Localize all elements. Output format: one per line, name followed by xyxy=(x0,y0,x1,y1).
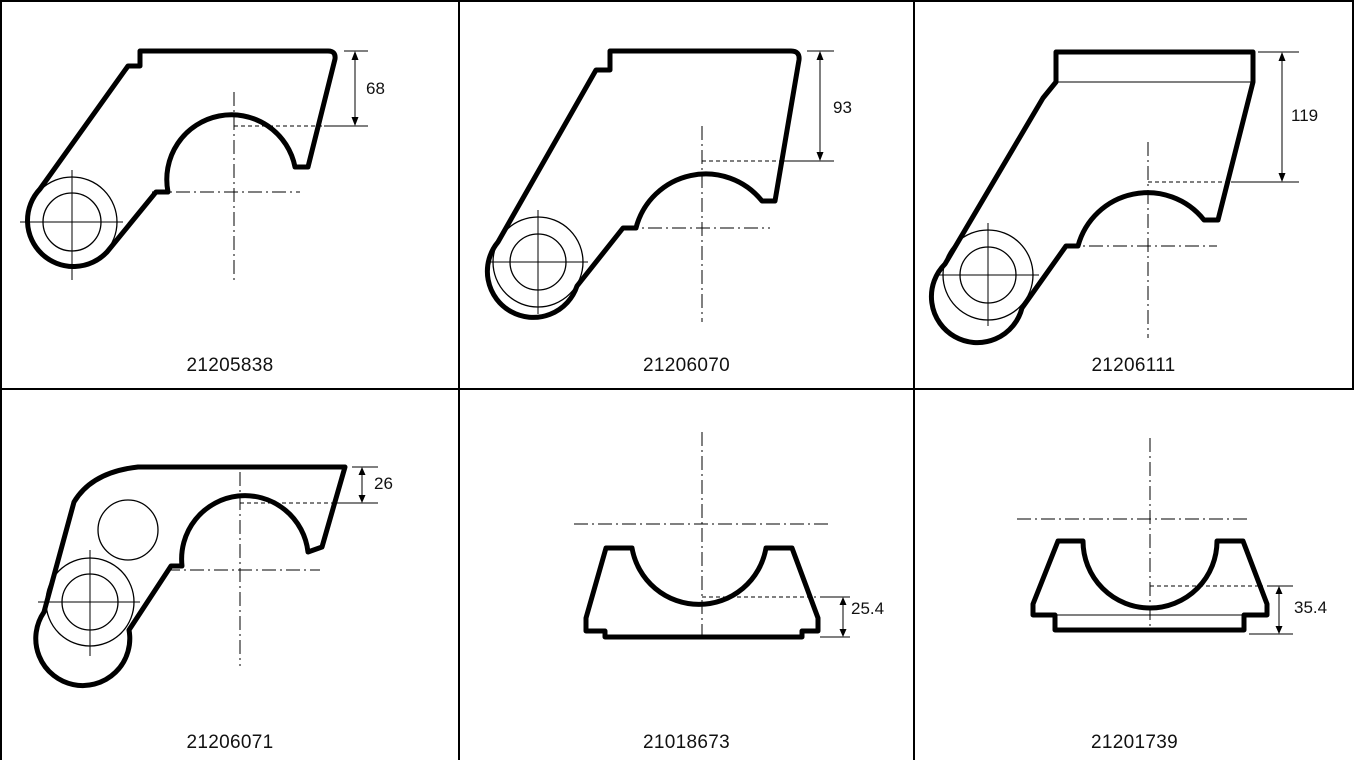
part-number: 21018673 xyxy=(643,732,730,753)
dim-arrow-bottom xyxy=(351,117,359,126)
cell-part-21018673: 25.4 21018673 xyxy=(460,390,915,760)
part-outline xyxy=(33,464,348,689)
part-drawing xyxy=(20,48,368,284)
dim-arrow-bottom xyxy=(816,152,824,161)
dimension-value: 119 xyxy=(1291,106,1319,125)
part-number: 21206070 xyxy=(643,355,730,376)
dim-arrow-top xyxy=(351,51,359,60)
part-number: 21205838 xyxy=(186,355,274,376)
dimension-value: 93 xyxy=(833,98,852,117)
dim-arrow-bottom xyxy=(1275,626,1283,634)
part-number: 21201739 xyxy=(1091,732,1178,753)
part-outline xyxy=(583,545,821,640)
part-drawing xyxy=(33,464,378,689)
cell-part-21206071: 26 21206071 xyxy=(2,390,460,760)
dim-arrow-top xyxy=(839,597,847,605)
part-number: 21206111 xyxy=(1091,355,1176,376)
dim-arrow-top xyxy=(1275,586,1283,594)
part-outline xyxy=(25,48,338,269)
grid-top-border xyxy=(0,0,1354,2)
part-outline xyxy=(1030,538,1270,633)
grid-left-border xyxy=(0,0,2,760)
part-drawing xyxy=(1017,438,1293,635)
dimension-value: 25.4 xyxy=(851,599,885,618)
dimension-value: 68 xyxy=(366,79,385,98)
cell-part-21206070: 93 21206070 xyxy=(460,2,915,390)
cell-part-21201739: 35.4 21201739 xyxy=(915,390,1354,760)
cell-part-21206111: 119 21206111 xyxy=(915,2,1354,390)
dim-arrow-top xyxy=(358,467,366,475)
dim-arrow-bottom xyxy=(358,495,366,503)
part-outline xyxy=(928,49,1256,346)
dim-arrow-top xyxy=(816,51,824,60)
part-number: 21206071 xyxy=(186,732,274,753)
dim-arrow-bottom xyxy=(839,629,847,637)
part-drawing xyxy=(484,48,834,322)
dimension-value: 26 xyxy=(374,474,393,493)
part-outline xyxy=(484,48,802,320)
part-drawing xyxy=(574,432,850,640)
dim-arrow-top xyxy=(1278,52,1286,61)
dimension-value: 35.4 xyxy=(1294,598,1328,617)
dim-arrow-bottom xyxy=(1278,173,1286,182)
cell-part-21205838: 68 21205838 xyxy=(2,2,460,390)
part-drawing xyxy=(928,49,1299,346)
secondary-hole xyxy=(97,499,159,561)
